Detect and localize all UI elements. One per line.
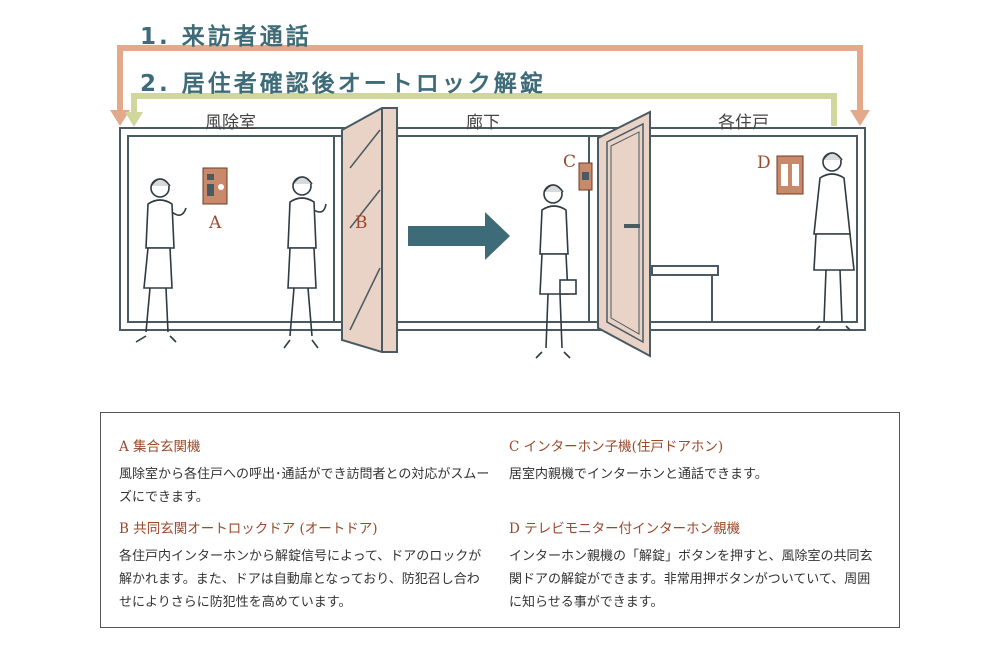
intercom-diagram [110,45,870,359]
legend-item-b: B 共同玄関オートロックドア (オートドア) 各住戸内インターホンから解錠信号に… [119,517,491,614]
legend-title-d: D テレビモニター付インターホン親機 [509,521,741,537]
entry-step [651,265,719,322]
marker-b: B [355,213,368,233]
legend-desc-d: インターホン親機の「解錠」ボタンを押すと、風除室の共同玄関ドアの解錠ができます。… [509,549,873,610]
legend-desc-c: 居室内親機でインターホンと通話できます。 [509,467,768,482]
flow-arrow-call [117,45,863,112]
marker-d: D [757,153,771,173]
intercom-handset-c [578,162,593,191]
arrow-head-call-right [850,110,870,126]
legend-title-a: A 集合玄関機 [119,439,201,455]
resident-door-visitor-figure [535,184,577,359]
room-walls [119,127,866,331]
step-1-title: 1. 来訪者通話 [140,24,312,50]
legend-box: A 集合玄関機 風除室から各住戸への呼出･通話ができ訪問者との対応がスムーズにで… [100,412,900,628]
auto-door-b [341,107,398,353]
arrow-head-unlock [125,112,143,127]
legend-title-c: C インターホン子機(住戸ドアホン) [509,439,724,455]
room-label-corridor: 廊下 [466,113,500,133]
room-label-unit: 各住戸 [718,113,769,133]
legend-item-d: D テレビモニター付インターホン親機 インターホン親機の「解錠」ボタンを押すと、… [509,517,881,614]
legend-desc-a: 風除室から各住戸への呼出･通話ができ訪問者との対応がスムーズにできます。 [119,467,490,505]
second-visitor-figure [283,176,327,349]
resident-figure [813,152,855,331]
arrow-head-call-left [110,110,130,126]
intercom-panel-a [202,167,228,205]
step-2-title: 2. 居住者確認後オートロック解錠 [140,71,546,97]
unit-door [597,110,651,358]
intercom-monitor-d [776,155,804,195]
marker-a: A [209,213,222,233]
legend-title-b: B 共同玄関オートロックドア (オートドア) [119,521,378,537]
legend-item-c: C インターホン子機(住戸ドアホン) 居室内親機でインターホンと通話できます。 [509,435,881,486]
flow-arrow-unlock [131,93,837,126]
legend-desc-b: 各住戸内インターホンから解錠信号によって、ドアのロックが解かれます。また、ドアは… [119,549,482,610]
marker-c: C [563,152,577,172]
room-label-vestibule: 風除室 [205,113,256,133]
direction-arrow [408,212,510,260]
visitor-figure [135,178,187,343]
legend-item-a: A 集合玄関機 風除室から各住戸への呼出･通話ができ訪問者との対応がスムーズにで… [119,435,491,509]
